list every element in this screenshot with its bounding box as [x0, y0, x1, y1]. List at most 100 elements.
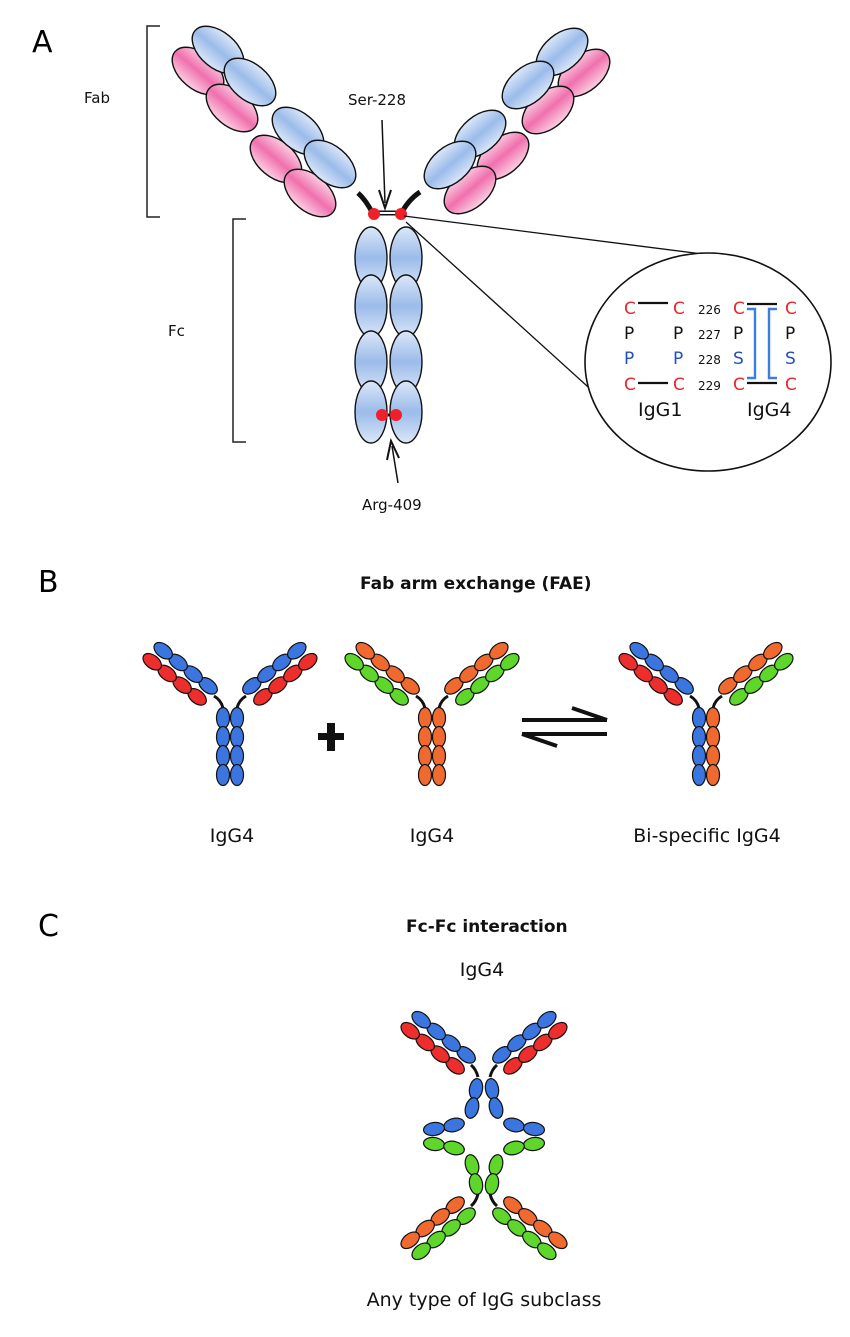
igg1-residue-left: P [624, 324, 634, 344]
heavy-chain-fc-left [215, 763, 231, 787]
igg1-residue-right: P [673, 324, 683, 344]
igg1-residue-right: C [673, 375, 685, 395]
igg4-residue-left: S [733, 349, 744, 369]
top-fc-left [422, 1121, 446, 1137]
panel-letter-b: B [38, 565, 59, 600]
igg4-intrachain-bond-right [767, 307, 777, 380]
light-chain-left [142, 652, 162, 671]
bottom-light-chain-left [400, 1231, 420, 1250]
top-fc-right [484, 1077, 500, 1101]
arg409-dot-left [376, 409, 388, 421]
top-heavy-chain-fab-left [411, 1010, 431, 1029]
bottom-heavy-chain-fab-left [411, 1242, 431, 1261]
heavy-chain-fab-right [423, 140, 477, 190]
igg4-residue-left: P [733, 324, 743, 344]
heavy-chain-fc-right [705, 763, 721, 787]
light-chain-right [774, 652, 794, 671]
top-fc-left [464, 1097, 480, 1119]
heavy-chain-fab-right [489, 641, 509, 660]
bottom-hinge-left [470, 1193, 480, 1208]
igg1-residue-right: C [673, 299, 685, 319]
heavy-chain-fc-left [691, 744, 707, 768]
igg1-residue-left: C [624, 299, 636, 319]
top-hinge-left [470, 1063, 480, 1078]
light-chain-left [344, 652, 364, 671]
heavy-chain-fc-left [691, 763, 707, 787]
heavy-chain-fc-right [705, 744, 721, 768]
top-fc-left [443, 1117, 465, 1133]
heavy-chain-fab-left [355, 641, 375, 660]
antibody-diagram-igg [171, 25, 611, 444]
heavy-chain-fc-left [215, 706, 231, 730]
heavy-chain-fab-left [223, 57, 277, 107]
hinge-right [437, 694, 449, 709]
arg409-dot-right [390, 409, 402, 421]
bispecific-igg4-label: Bi-specific IgG4 [633, 825, 780, 847]
any-igg-subclass-label: Any type of IgG subclass [367, 1289, 602, 1311]
heavy-chain-fc-left [417, 725, 433, 749]
heavy-chain-fc-right [431, 706, 447, 730]
fab-label: Fab [84, 89, 110, 107]
panel-b: B Fab arm exchange (FAE) IgG4 IgG4 Bi-sp… [38, 565, 794, 847]
igg4-label-1: IgG4 [210, 825, 254, 847]
heavy-chain-fab-left [303, 139, 357, 189]
antibody-igg4-blue-red [142, 641, 318, 787]
ser228-dot-left [368, 208, 380, 220]
heavy-chain-fc-right [431, 763, 447, 787]
igg1-residue-left: P [624, 349, 634, 369]
bottom-fc-left [464, 1154, 480, 1176]
fcfc-title: Fc-Fc interaction [406, 917, 568, 937]
top-light-chain-left [400, 1021, 420, 1040]
panel-c: C Fc-Fc interaction IgG4 Any type of IgG… [38, 909, 601, 1311]
panel-letter-a: A [32, 25, 53, 60]
heavy-chain-fc-right [705, 725, 721, 749]
ser228-dot-right [395, 208, 407, 220]
ser228-label: Ser-228 [348, 91, 406, 109]
igg4-residue-right: C [785, 299, 797, 319]
fae-title: Fab arm exchange (FAE) [360, 574, 592, 594]
heavy-chain-fc-right [229, 744, 245, 768]
igg4-residue-left: C [733, 375, 745, 395]
antibody-bispecific-igg4 [618, 641, 794, 787]
igg1-label: IgG1 [638, 399, 682, 421]
hinge-left [689, 694, 701, 709]
igg4-label: IgG4 [747, 399, 791, 421]
heavy-chain-fab-right [763, 641, 783, 660]
igg4-residue-right: P [785, 324, 795, 344]
hinge-left [213, 694, 225, 709]
hinge-right [711, 694, 723, 709]
top-light-chain-right [548, 1021, 568, 1040]
igg4-residue-left: C [733, 299, 745, 319]
bottom-hinge-right [488, 1193, 498, 1208]
fab-bracket [146, 25, 160, 218]
bottom-fc-right [484, 1172, 500, 1196]
panel-letter-c: C [38, 909, 59, 944]
fc-bracket [232, 218, 246, 443]
heavy-chain-fc-left [215, 725, 231, 749]
fc-label: Fc [168, 322, 185, 340]
residue-position: 227 [698, 328, 721, 342]
bottom-heavy-chain-fab-right [537, 1242, 557, 1261]
igg1-residue-left: C [624, 375, 636, 395]
heavy-chain-fc-right [229, 706, 245, 730]
top-fc-right [488, 1097, 504, 1119]
heavy-chain-fc-left [691, 706, 707, 730]
bottom-fc-right [488, 1154, 504, 1176]
heavy-chain-fc-left [417, 706, 433, 730]
heavy-chain-fc-right [229, 763, 245, 787]
light-chain-left [618, 652, 638, 671]
bottom-fc-right [503, 1140, 525, 1156]
top-fc-left [468, 1077, 484, 1101]
top-fc-right [503, 1117, 525, 1133]
heavy-chain-fab-left [629, 641, 649, 660]
arg409-arrow [386, 437, 400, 484]
heavy-chain-fc-left [691, 725, 707, 749]
heavy-chain-fab-right [501, 60, 555, 110]
inset-callout-line-top [403, 215, 719, 257]
heavy-chain-fc-left [417, 763, 433, 787]
heavy-chain-fc-right [705, 706, 721, 730]
bottom-light-chain-right [548, 1231, 568, 1250]
residue-position: 229 [698, 379, 721, 393]
